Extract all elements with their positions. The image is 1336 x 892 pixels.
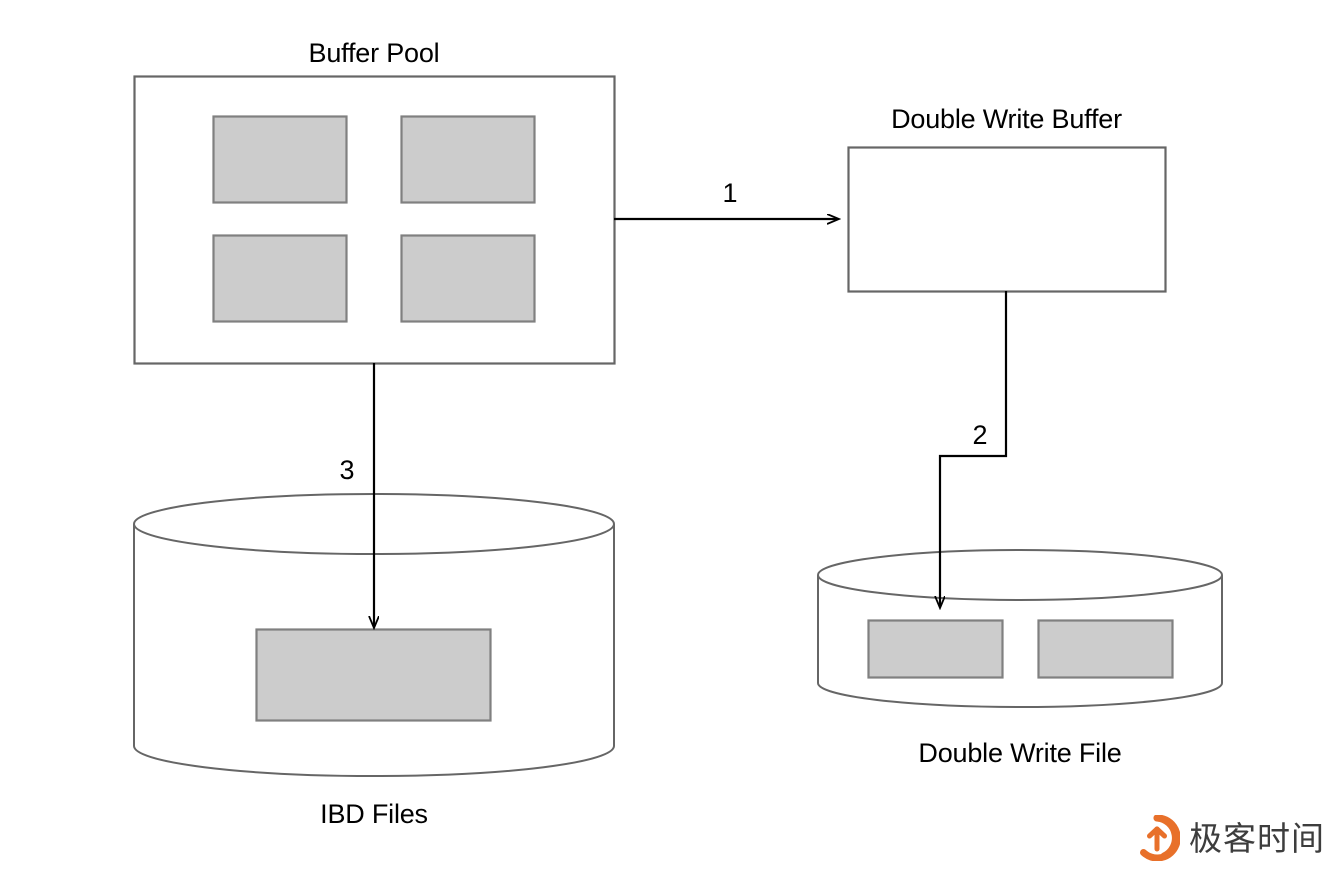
- double-write-file-label: Double Write File: [918, 738, 1122, 768]
- buffer-pool-page-3: [212, 234, 348, 323]
- ibd-files-label: IBD Files: [320, 799, 428, 829]
- double-write-file-page-2: [1037, 619, 1174, 679]
- ibd-files-page-1: [255, 628, 492, 722]
- watermark: 极客时间: [1134, 814, 1325, 862]
- edge-1-label: 1: [722, 178, 738, 208]
- double-write-buffer-box: [847, 146, 1167, 293]
- watermark-text: 极客时间: [1189, 819, 1325, 857]
- buffer-pool-page-4: [400, 234, 536, 323]
- edge-2-connector: [940, 291, 1008, 607]
- edge-2-label: 2: [972, 420, 988, 450]
- geektime-logo-icon: [1134, 814, 1181, 862]
- buffer-pool-page-2: [400, 115, 536, 204]
- buffer-pool-label: Buffer Pool: [308, 38, 440, 68]
- double-write-file-page-1: [867, 619, 1004, 679]
- double-write-file-cylinder: [817, 549, 1223, 708]
- edge-3-label: 3: [339, 455, 355, 485]
- double-write-buffer-label: Double Write Buffer: [891, 104, 1122, 134]
- buffer-pool-page-1: [212, 115, 348, 204]
- buffer-pool-box: [133, 75, 616, 365]
